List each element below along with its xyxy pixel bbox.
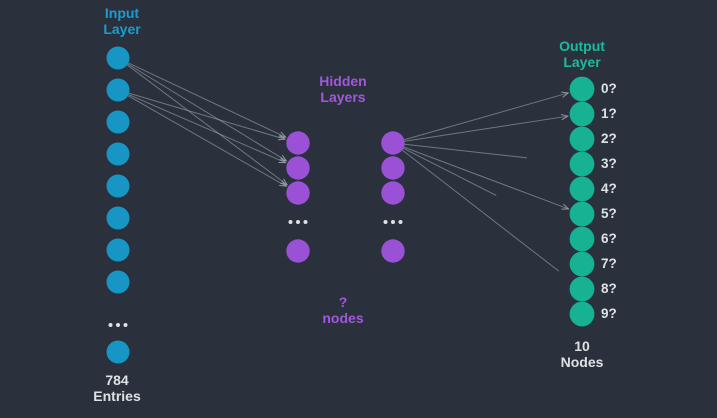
input-node-0 [106,46,130,70]
hidden2-node-1 [381,156,405,180]
connection-input-to-hidden [126,64,287,185]
output-count-label: 10 Nodes [560,338,604,370]
input-ellipsis-dot [116,323,120,327]
input-node-1 [106,78,130,102]
input-node-3 [106,142,130,166]
output-node-8 [569,276,595,302]
hidden1-node-2 [286,181,310,205]
output-node-label-8: 8? [601,281,617,296]
output-node-1 [569,101,595,127]
connection-hidden-to-output [401,149,560,272]
connection-input-to-hidden [128,92,285,139]
output-layer-title: Output Layer [559,38,605,70]
hidden1-ellipsis-dot [296,220,300,224]
connection-hidden-to-output [403,147,497,196]
output-node-7 [569,251,595,277]
input-extra-node-0 [106,340,130,364]
output-node-label-4: 4? [601,181,617,196]
hidden1-ellipsis-dot [288,220,293,224]
output-node-label-7: 7? [601,256,617,271]
output-node-9 [569,301,595,327]
hidden2-ellipsis-dot [398,220,403,224]
input-ellipsis-dot [108,323,113,327]
input-node-2 [106,110,130,134]
output-node-label-2: 2? [601,131,617,146]
hidden2-ellipsis-dot [391,220,395,224]
connection-hidden-to-output [403,146,569,209]
hidden-layers-title: Hidden Layers [319,73,367,105]
output-node-label-6: 6? [601,231,617,246]
output-node-3 [569,151,595,177]
input-ellipsis-dot [123,323,128,327]
input-node-6 [106,238,130,262]
hidden1-node-1 [286,156,310,180]
hidden1-ellipsis-dot [303,220,308,224]
hidden2-extra-node-0 [381,239,405,263]
connection-input-to-hidden [128,94,286,163]
connection-input-to-hidden [127,63,286,161]
connection-hidden-to-output [404,93,568,141]
hidden1-extra-node-0 [286,239,310,263]
hidden2-node-0 [381,131,405,155]
input-count-label: 784 Entries [93,372,141,404]
input-node-7 [106,270,130,294]
output-node-label-3: 3? [601,156,617,171]
output-node-0 [569,76,595,102]
output-node-label-0: 0? [601,81,617,96]
connection-input-to-hidden [127,95,286,186]
input-node-5 [106,206,130,230]
output-node-label-5: 5? [601,206,617,221]
output-node-4 [569,176,595,202]
output-node-2 [569,126,595,152]
connection-input-to-hidden [128,62,285,137]
connection-hidden-to-output [404,143,527,159]
hidden2-ellipsis-dot [383,220,388,224]
output-node-5 [569,201,595,227]
input-node-4 [106,174,130,198]
output-node-label-1: 1? [601,106,617,121]
hidden-count-label: ? nodes [322,294,364,326]
hidden2-node-2 [381,181,405,205]
input-layer-title: Input Layer [103,5,141,37]
output-node-label-9: 9? [601,306,617,321]
output-node-6 [569,226,595,252]
connection-hidden-to-output [404,116,568,142]
hidden1-node-0 [286,131,310,155]
